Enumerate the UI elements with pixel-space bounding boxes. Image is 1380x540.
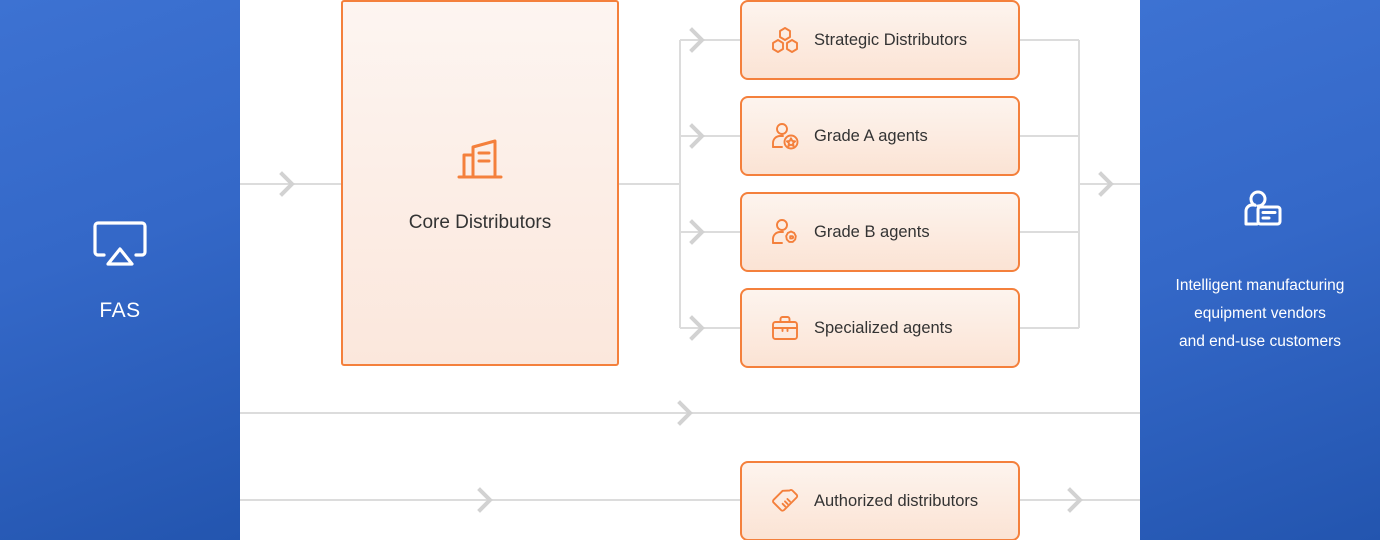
person-badge-icon bbox=[770, 217, 800, 247]
airplay-icon bbox=[92, 218, 148, 273]
arrow-to-gradeb bbox=[689, 219, 705, 245]
card-grade-a-agents[interactable]: Grade A agents bbox=[740, 96, 1020, 176]
factory-building-icon bbox=[455, 133, 505, 190]
core-distributors-box[interactable]: Core Distributors bbox=[341, 0, 619, 366]
arrow-left-to-authorized bbox=[477, 487, 493, 513]
card-authorized-distributors[interactable]: Authorized distributors bbox=[740, 461, 1020, 540]
arrow-left-to-core bbox=[279, 171, 295, 197]
card-strategic-distributors[interactable]: Strategic Distributors bbox=[740, 0, 1020, 80]
card-specialized-agents[interactable]: Specialized agents bbox=[740, 288, 1020, 368]
card-label: Strategic Distributors bbox=[814, 30, 968, 49]
source-panel-label: FAS bbox=[99, 298, 141, 322]
destination-line: equipment vendors bbox=[1194, 304, 1326, 322]
destination-panel: Intelligent manufacturing equipment vend… bbox=[1140, 0, 1380, 540]
destination-line: and end-use customers bbox=[1179, 332, 1341, 350]
destination-panel-text: Intelligent manufacturing equipment vend… bbox=[1155, 272, 1365, 356]
destination-line: Intelligent manufacturing bbox=[1175, 276, 1345, 294]
card-label: Authorized distributors bbox=[814, 491, 979, 510]
handshake-icon bbox=[770, 486, 800, 516]
card-label: Grade A agents bbox=[814, 126, 928, 145]
person-id-card-icon bbox=[1231, 185, 1289, 242]
arrow-to-gradea bbox=[689, 123, 705, 149]
card-label: Grade B agents bbox=[814, 222, 930, 241]
card-label: Specialized agents bbox=[814, 318, 953, 337]
arrow-to-strategic bbox=[689, 27, 705, 53]
arrow-authorized-to-right bbox=[1067, 487, 1083, 513]
card-grade-b-agents[interactable]: Grade B agents bbox=[740, 192, 1020, 272]
source-panel: FAS bbox=[0, 0, 240, 540]
arrow-merge-to-right bbox=[1098, 171, 1114, 197]
hexagon-cluster-icon bbox=[770, 25, 800, 55]
arrow-to-specialized bbox=[689, 315, 705, 341]
arrow-bypass-upper bbox=[677, 400, 693, 426]
person-star-badge-icon bbox=[770, 121, 800, 151]
briefcase-icon bbox=[770, 313, 800, 343]
core-distributors-label: Core Distributors bbox=[408, 211, 552, 233]
